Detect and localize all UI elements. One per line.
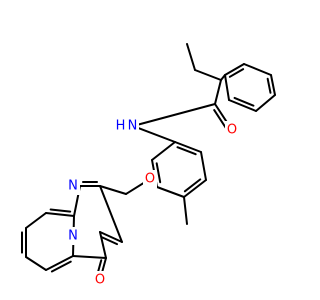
bond-line [49,208,72,213]
bond-line [176,146,197,156]
bond-line [194,69,222,81]
ketone-o-label: O [95,273,105,288]
ketone-oxygen: O [93,271,107,289]
ether-o-label: O [145,172,155,187]
bond-line [233,96,255,107]
bond-line [156,186,185,198]
bond-line [99,231,123,243]
bond-line [25,256,47,271]
bond-line [200,151,207,181]
bond-line [243,63,272,76]
bond-line [186,43,196,71]
amide-nh-group: H N [114,116,139,134]
bridgehead-n-label: N [68,229,78,244]
bond-line [100,236,119,246]
bond-line [25,212,47,229]
ether-oxygen: O [143,170,157,188]
carbonyl-oxygen: O [225,121,239,139]
bond-line [213,109,228,130]
bond-line [255,94,276,112]
bond-line [228,68,245,78]
amide-h-label: H [116,119,126,134]
bond-line [183,179,207,198]
pyrimidine-n-label: N [68,179,78,194]
bond-line [183,178,202,193]
bond-line [174,141,202,153]
bond-line [50,260,72,273]
bond-line [99,231,107,259]
bond-line [183,196,188,225]
atom-label-layer: H N O O N N O [66,116,239,289]
bond-line [214,79,222,105]
molecule-diagram: H N O O N N O [21,43,276,289]
atom-bg [114,116,127,134]
bond-line [270,74,276,96]
pyrimidine-nitrogen: N [66,177,80,195]
atom-bg [93,271,107,289]
bond-line [224,74,230,101]
atom-bg [66,227,80,245]
atom-bg [66,177,80,195]
bond-line [132,125,176,143]
bond-line [155,162,162,184]
bond-line [45,255,74,271]
bridgehead-nitrogen: N [66,227,80,245]
atom-bg [126,116,139,134]
bond-line [99,185,123,243]
amide-n-label: N [128,119,138,134]
bond-line [132,103,216,127]
bond-line [151,141,176,161]
bond-line [224,63,245,76]
carbonyl-o-label: O [227,123,237,138]
bond-line [72,255,107,259]
bond-layer [21,43,276,281]
bond-line [45,212,75,217]
atom-bg [225,121,239,139]
bond-line [99,185,127,195]
bond-line [266,77,272,94]
atom-bg [143,170,157,188]
bond-line [228,99,257,112]
